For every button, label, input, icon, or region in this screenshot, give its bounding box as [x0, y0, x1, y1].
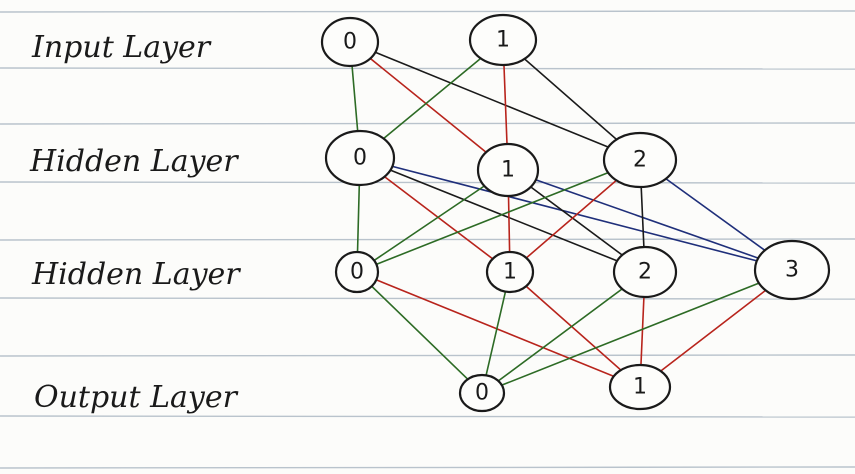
connection-edge — [509, 271, 641, 388]
neuron-circle — [485, 250, 535, 294]
connection-edge — [507, 169, 793, 271]
notebook-line — [0, 297, 855, 300]
notebook-line — [0, 181, 855, 184]
notebook-lines — [0, 10, 855, 469]
neuron-circle — [320, 16, 380, 68]
neuron-circle — [476, 142, 540, 198]
connection-edge — [356, 169, 509, 273]
notebook-line — [0, 122, 855, 125]
neuron-label: 0 — [475, 381, 489, 406]
neuron-label: 1 — [633, 375, 647, 400]
connections — [349, 39, 793, 394]
neuron-label: 0 — [353, 146, 367, 171]
neuron-circle — [753, 239, 831, 301]
connection-edge — [481, 271, 646, 394]
connection-edge — [349, 41, 509, 171]
neuron-label: 0 — [343, 30, 357, 55]
connection-edge — [356, 271, 641, 388]
neuron-circle — [608, 363, 672, 411]
input-layer-label: Input Layer — [32, 30, 211, 65]
neuron-circle — [602, 131, 678, 189]
notebook-line — [0, 466, 855, 469]
notebook-line — [0, 10, 855, 13]
connection-edge — [481, 269, 793, 394]
hidden-layer-1-label: Hidden Layer — [30, 144, 238, 179]
notebook-line — [0, 415, 855, 418]
neuron-node: 0 — [458, 373, 506, 413]
hidden-layer-2-label: Hidden Layer — [32, 257, 240, 292]
neuron-label: 0 — [350, 260, 364, 285]
connection-edge — [359, 157, 793, 271]
notebook-line — [0, 67, 855, 70]
neuron-label: 1 — [503, 260, 517, 285]
neuron-label: 3 — [785, 258, 799, 283]
neuron-label: 1 — [501, 158, 515, 183]
notebook-line — [0, 238, 855, 241]
neuron-node: 0 — [324, 129, 396, 187]
neuron-node: 0 — [334, 250, 380, 294]
neuron-circle — [468, 13, 538, 67]
neuron-circle — [324, 129, 396, 187]
connection-edge — [356, 271, 483, 394]
neuron-node: 2 — [602, 131, 678, 189]
neuron-label: 2 — [633, 148, 647, 173]
output-layer-label: Output Layer — [34, 380, 237, 415]
connection-edge — [356, 159, 641, 273]
neuron-label: 1 — [496, 28, 510, 53]
neuron-circle — [458, 373, 506, 413]
neuron-node: 1 — [485, 250, 535, 294]
neuron-node: 3 — [753, 239, 831, 301]
neuron-circle — [334, 250, 380, 294]
neuron-node: 1 — [476, 142, 540, 198]
neuron-node: 1 — [468, 13, 538, 67]
connection-edge — [349, 41, 641, 161]
neuron-label: 2 — [638, 260, 652, 285]
neuron-circle — [612, 245, 678, 299]
neurons: 0 1 0 1 2 0 1 2 3 0 1 — [320, 13, 831, 413]
notebook-line — [0, 354, 855, 357]
neuron-node: 0 — [320, 16, 380, 68]
neuron-node: 2 — [612, 245, 678, 299]
neuron-node: 1 — [608, 363, 672, 411]
